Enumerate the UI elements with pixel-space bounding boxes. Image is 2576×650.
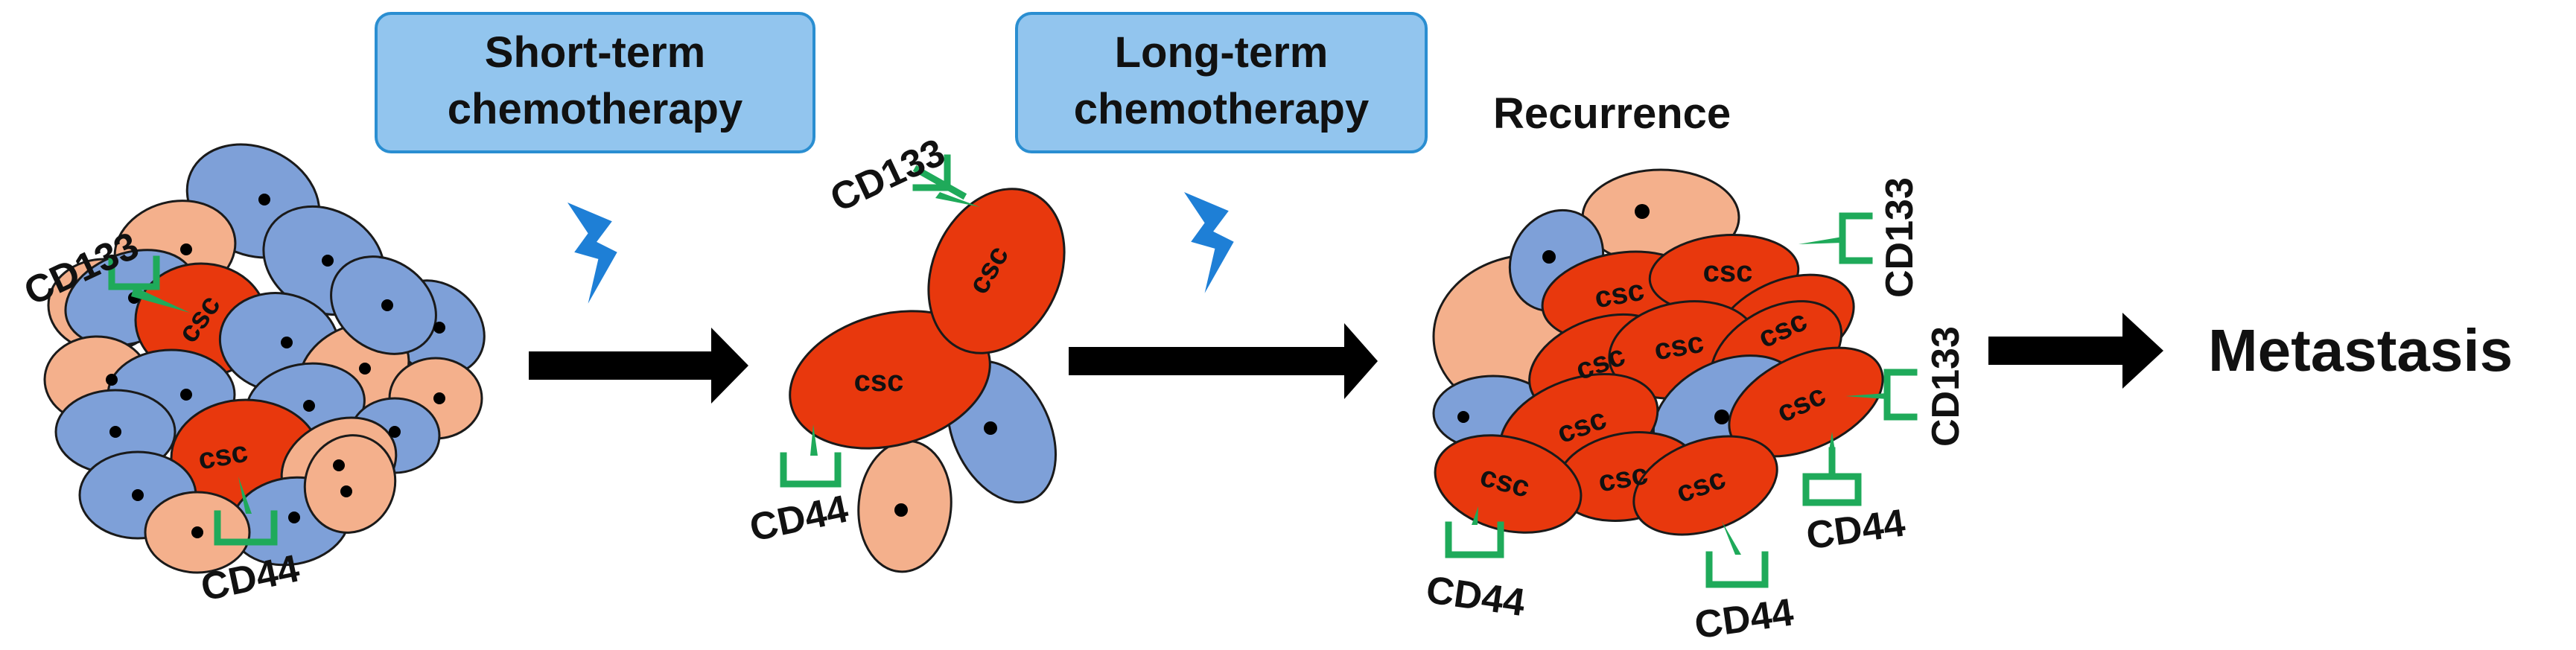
long-term-label-line2: chemotherapy xyxy=(1074,85,1369,133)
cd133-label: CD133 xyxy=(1878,177,1921,298)
cd133-label: CD133 xyxy=(1924,326,1968,447)
cd133-label: CD133 xyxy=(824,130,951,220)
cd44-marker xyxy=(780,424,842,488)
tumor-initial: csc csc CD133 CD44 xyxy=(18,143,486,610)
short-term-chemotherapy-box: Short-term chemotherapy xyxy=(375,12,815,153)
surviving-cells: csc csc CD133 CD44 xyxy=(746,130,1066,573)
right-arrow-icon xyxy=(1069,323,1378,399)
csc-label: csc xyxy=(854,365,904,398)
cd44-label: CD44 xyxy=(1804,501,1908,558)
long-term-label-line1: Long-term xyxy=(1115,28,1329,77)
cd133-marker xyxy=(912,154,980,207)
long-term-chemotherapy-box: Long-term chemotherapy xyxy=(1015,12,1428,153)
cd44-marker xyxy=(1705,521,1769,588)
cd44-marker xyxy=(1802,432,1862,506)
cd44-label: CD44 xyxy=(746,487,852,549)
right-arrow-icon xyxy=(529,328,748,404)
cd133-marker xyxy=(108,255,190,313)
cd44-marker xyxy=(214,477,278,546)
metastasis-label: Metastasis xyxy=(2208,317,2513,383)
csc-label: csc xyxy=(1703,255,1753,288)
cd44-label: CD44 xyxy=(1692,590,1796,647)
short-term-label-line1: Short-term xyxy=(485,28,705,77)
cd44-marker xyxy=(1445,506,1504,558)
lightning-bolt-icon xyxy=(567,203,617,304)
cd44-label: CD44 xyxy=(1423,568,1527,625)
cd133-marker xyxy=(1845,369,1918,421)
short-term-label-line2: chemotherapy xyxy=(448,85,742,133)
lightning-bolt-icon xyxy=(1184,192,1234,293)
right-arrow-icon xyxy=(1988,313,2163,389)
tumor-recurrence: csc csc csc csc csc csc csc csc csc csc … xyxy=(1423,168,1968,647)
recurrence-label: Recurrence xyxy=(1493,89,1731,138)
cd133-marker xyxy=(1799,212,1873,264)
